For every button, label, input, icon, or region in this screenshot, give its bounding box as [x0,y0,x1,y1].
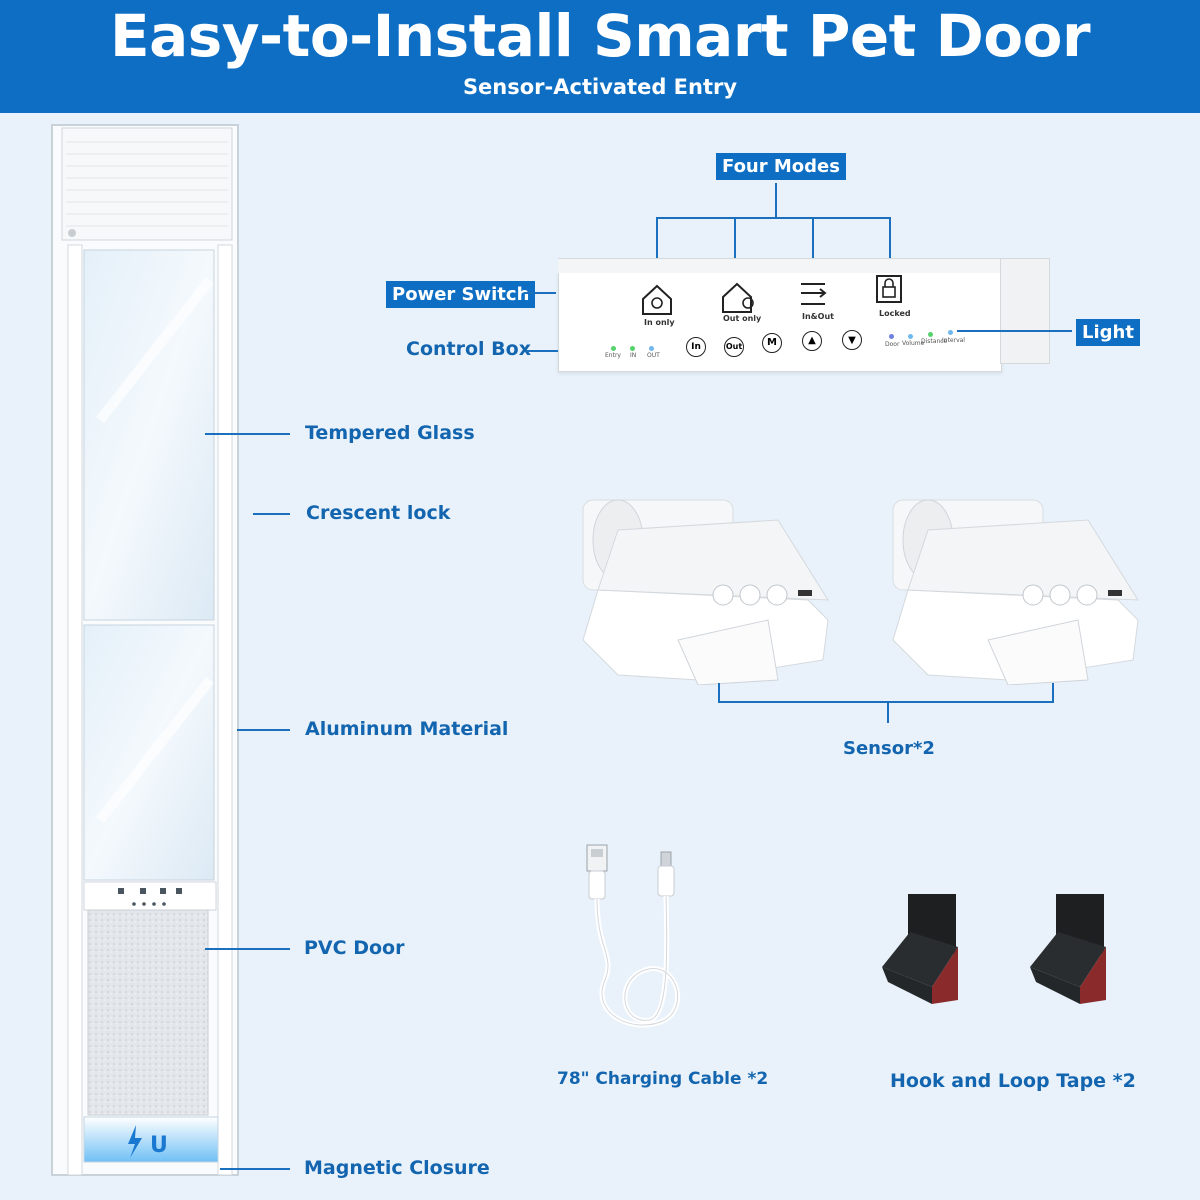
indicator-entry-label: Entry [605,352,621,359]
sensor-unit-left [582,499,829,685]
pvc-door-leader [205,948,290,950]
tape-label: Hook and Loop Tape *2 [890,1070,1136,1092]
mode-branch-1 [656,217,658,287]
modes-tree-bar [656,217,891,219]
pvc-door-label: PVC Door [304,937,405,959]
page-subtitle: Sensor-Activated Entry [462,75,738,99]
charging-cable-illustration [586,844,681,1028]
indicator-led-volume [908,334,913,339]
header-banner: Easy-to-Install Smart Pet Door Sensor-Ac… [0,0,1200,113]
mode-locked-label: Locked [879,309,911,318]
control-box-top-face [558,258,1000,273]
aluminum-leader [237,729,290,731]
modes-tree-stem [775,183,777,219]
indicator-led-interval [948,330,953,335]
indicator-volume-label: Volume [902,340,925,347]
charging-cable-label: 78" Charging Cable *2 [557,1069,769,1089]
mode-branch-3 [812,217,814,277]
tape-strip-right [1030,894,1106,1004]
indicator-led-distance [928,332,933,337]
mode-out-only-icon [722,282,754,313]
mode-out-only-label: Out only [723,314,762,323]
sensor-label: Sensor*2 [843,738,935,759]
indicator-led-in [630,346,635,351]
indicator-led-out [649,346,654,351]
light-badge: Light [1076,319,1140,346]
mode-in-only-icon [642,284,672,315]
page-title: Easy-to-Install Smart Pet Door [109,2,1091,70]
mode-in-out-label: In&Out [802,312,834,321]
crescent-lock-leader [253,513,290,515]
power-switch-leader [524,292,556,294]
indicator-out-label: OUT [647,352,660,359]
sensor-bracket-bar [718,701,1054,703]
sensor-bracket-left [718,683,720,703]
crescent-lock-label: Crescent lock [306,502,451,524]
magnetic-closure-label: Magnetic Closure [304,1157,490,1179]
sensor-unit-right [892,499,1139,685]
indicator-interval-label: Interval [942,337,965,344]
sensor-bracket-stem [887,701,889,723]
tempered-glass-leader [205,433,290,435]
control-box-body [558,272,1002,372]
control-button-out[interactable]: Out [724,337,744,357]
control-button-in[interactable]: In [686,337,706,357]
mode-locked-icon [876,275,902,303]
control-box-leader [526,350,558,352]
indicator-door-label: Door [885,341,900,348]
indicator-in-label: IN [630,352,637,359]
control-button-mode[interactable]: M [762,333,782,353]
tape-strip-left [882,894,958,1004]
four-modes-badge: Four Modes [716,153,846,180]
mode-branch-2 [734,217,736,287]
tempered-glass-label: Tempered Glass [305,422,475,444]
svg-text:U: U [150,1133,168,1158]
control-button-up[interactable]: ▲ [802,331,822,351]
mode-in-only-label: In only [644,318,675,327]
indicator-led-door [889,334,894,339]
magnetic-closure-leader [220,1168,290,1170]
aluminum-label: Aluminum Material [305,718,509,740]
indicator-led-entry [611,346,616,351]
control-box-end-cap [1000,258,1050,364]
control-box-label: Control Box [406,338,531,360]
indicator-distance-label: Distance [921,338,948,345]
mode-in-out-icon [801,283,827,305]
power-switch-badge: Power Switch [386,281,536,308]
light-leader [957,330,1072,332]
sensor-bracket-right [1052,683,1054,703]
control-button-down[interactable]: ▼ [842,330,862,350]
pet-door-illustration: U [51,124,239,1176]
mode-branch-4 [889,217,891,272]
